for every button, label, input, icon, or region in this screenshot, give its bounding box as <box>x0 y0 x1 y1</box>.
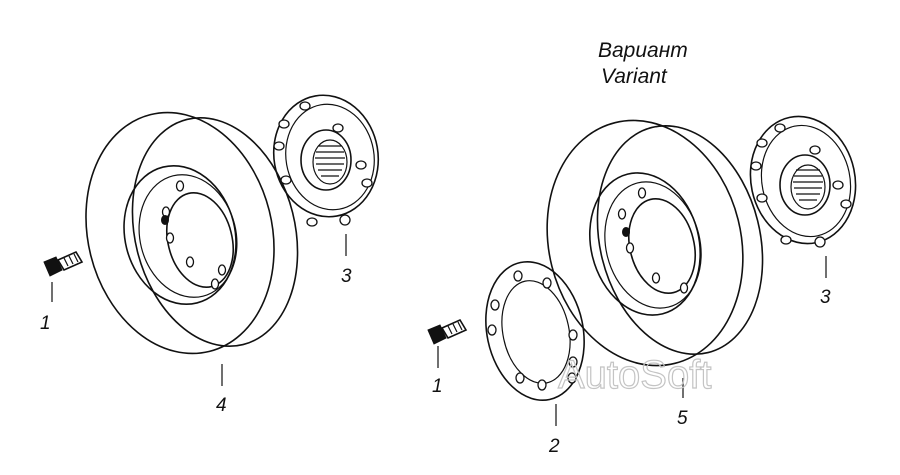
callout-left-damper: 4 <box>216 395 227 416</box>
callout-left-disc: 3 <box>341 266 352 287</box>
callout-left-bolt: 1 <box>40 313 51 334</box>
variant-label-ru: Вариант <box>598 39 688 62</box>
callout-right-bolt: 1 <box>432 376 443 397</box>
flange-disc-right <box>749 115 857 248</box>
bolt-left <box>43 250 84 277</box>
flange-disc-left <box>272 94 380 227</box>
washer-plate <box>485 261 585 401</box>
bolt-right <box>427 318 468 345</box>
variant-label-en: Variant <box>601 65 668 88</box>
watermark: AutoSoft <box>558 353 711 397</box>
left-assembly <box>43 94 380 386</box>
damper-pulley-left <box>85 111 299 355</box>
callout-right-disc: 3 <box>820 287 831 308</box>
right-assembly <box>427 115 857 426</box>
callout-right-washer: 2 <box>548 436 560 457</box>
callout-right-damper: 5 <box>677 408 688 429</box>
damper-pulley-right <box>546 119 764 367</box>
